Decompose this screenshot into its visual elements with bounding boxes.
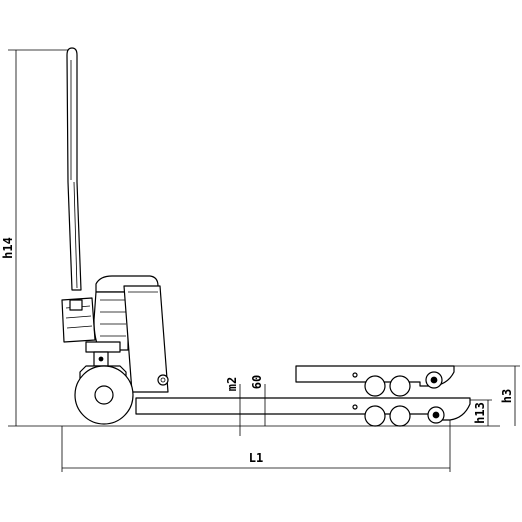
- steer-wheel: [74, 365, 134, 425]
- dim-m2-label: m2: [225, 377, 239, 391]
- dim-60-label: 60: [250, 375, 264, 389]
- tiller-handle: [66, 47, 82, 291]
- dim-h14: h14: [1, 49, 72, 426]
- dim-L1: L1: [61, 420, 451, 472]
- dim-h3-label: h3: [500, 389, 514, 403]
- fork-raised: [295, 365, 455, 397]
- dim-h3: h3: [450, 365, 520, 426]
- fork-lower: [135, 397, 471, 427]
- dim-L1-label: L1: [249, 451, 263, 465]
- dim-60: 60: [250, 375, 266, 426]
- dim-h14-label: h14: [1, 237, 15, 259]
- dim-m2: m2: [225, 377, 241, 436]
- dim-h13: h13: [470, 399, 492, 426]
- dim-h13-label: h13: [473, 402, 487, 424]
- frame-body: [123, 285, 169, 393]
